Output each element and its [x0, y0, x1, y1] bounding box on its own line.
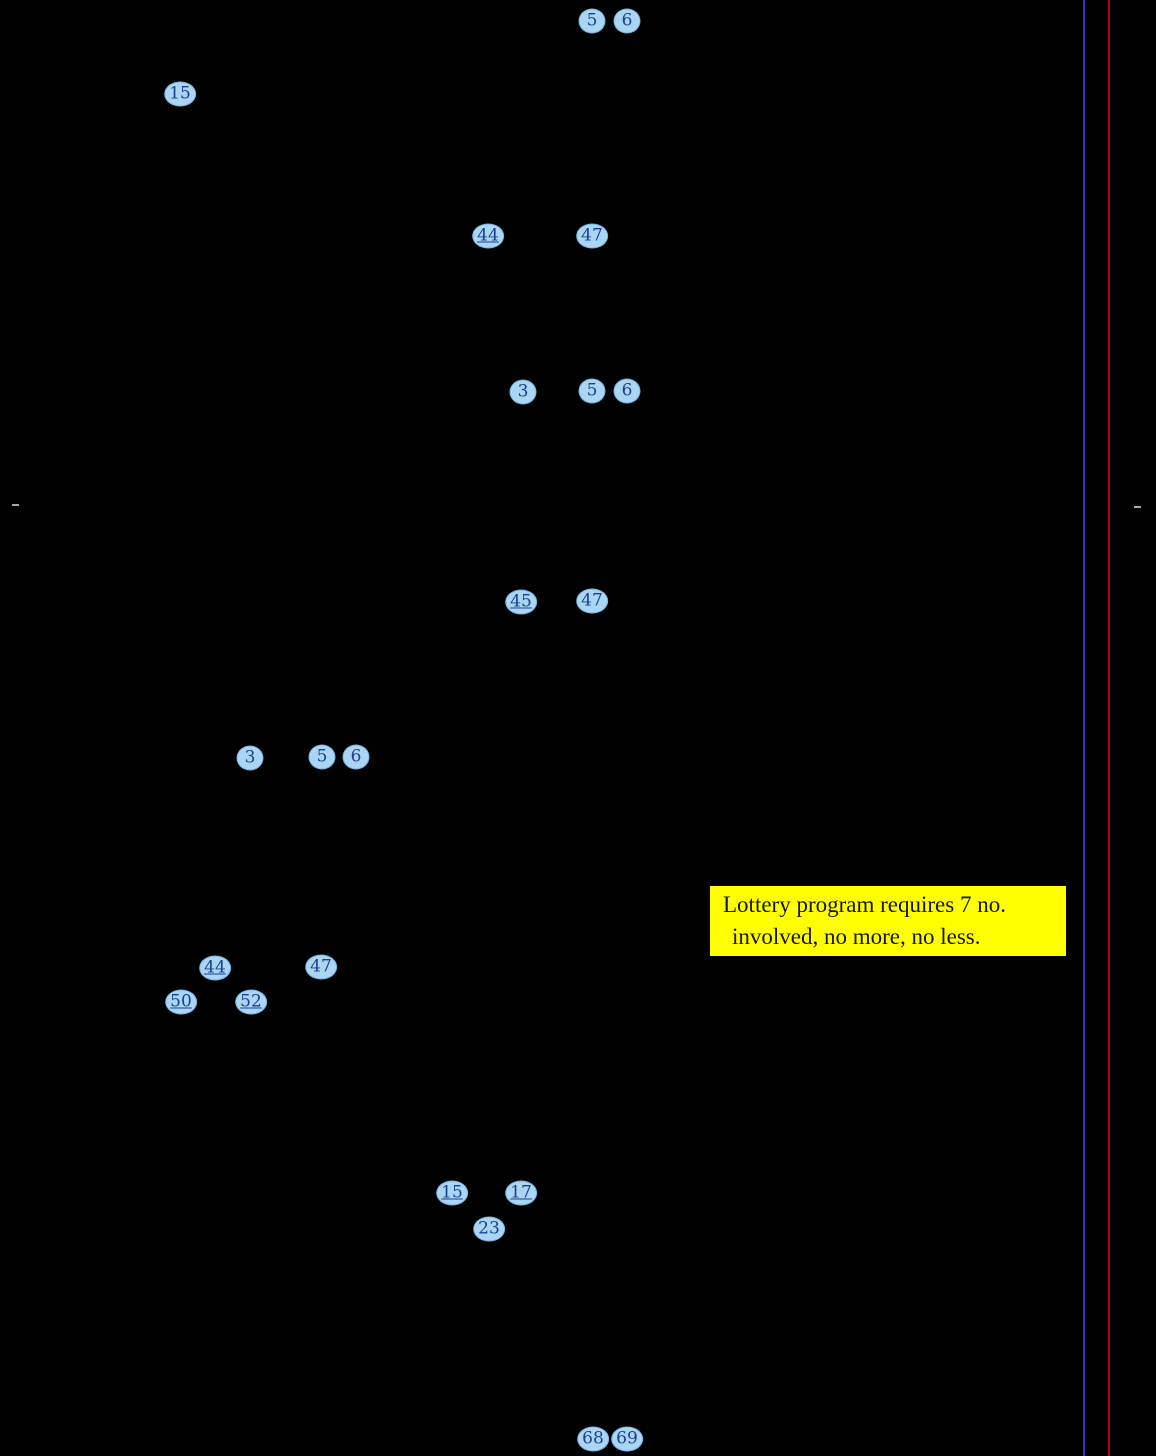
- number-bubble-45: 45: [505, 589, 537, 615]
- number-bubble-15: 15: [436, 1180, 468, 1206]
- number-bubble-52: 52: [235, 989, 267, 1015]
- number-bubble-68: 68: [577, 1426, 609, 1452]
- number-bubble-23: 23: [473, 1216, 505, 1242]
- number-bubble-6: 6: [613, 378, 641, 404]
- number-bubble-44: 44: [472, 223, 504, 249]
- number-bubble-15: 15: [164, 81, 196, 107]
- number-bubble-6: 6: [613, 8, 641, 34]
- margin-line-red: [1108, 0, 1110, 1456]
- number-bubble-5: 5: [308, 744, 336, 770]
- number-bubble-3: 3: [509, 379, 537, 405]
- number-bubble-3: 3: [236, 745, 264, 771]
- lottery-note: Lottery program requires 7 no. involved,…: [710, 886, 1066, 957]
- left-edge-tick: [12, 504, 19, 506]
- number-bubble-47: 47: [305, 954, 337, 980]
- number-bubble-17: 17: [505, 1180, 537, 1206]
- number-bubble-5: 5: [578, 378, 606, 404]
- right-edge-tick: [1134, 506, 1141, 508]
- number-bubble-5: 5: [578, 8, 606, 34]
- lottery-note-line-1: Lottery program requires 7 no.: [723, 892, 1006, 917]
- number-bubble-6: 6: [342, 744, 370, 770]
- number-bubble-47: 47: [576, 223, 608, 249]
- number-bubble-50: 50: [165, 989, 197, 1015]
- number-bubble-69: 69: [611, 1426, 643, 1452]
- margin-line-blue: [1083, 0, 1085, 1456]
- lottery-note-line-2: involved, no more, no less.: [732, 923, 981, 949]
- number-bubble-44: 44: [199, 955, 231, 981]
- number-bubble-47: 47: [576, 588, 608, 614]
